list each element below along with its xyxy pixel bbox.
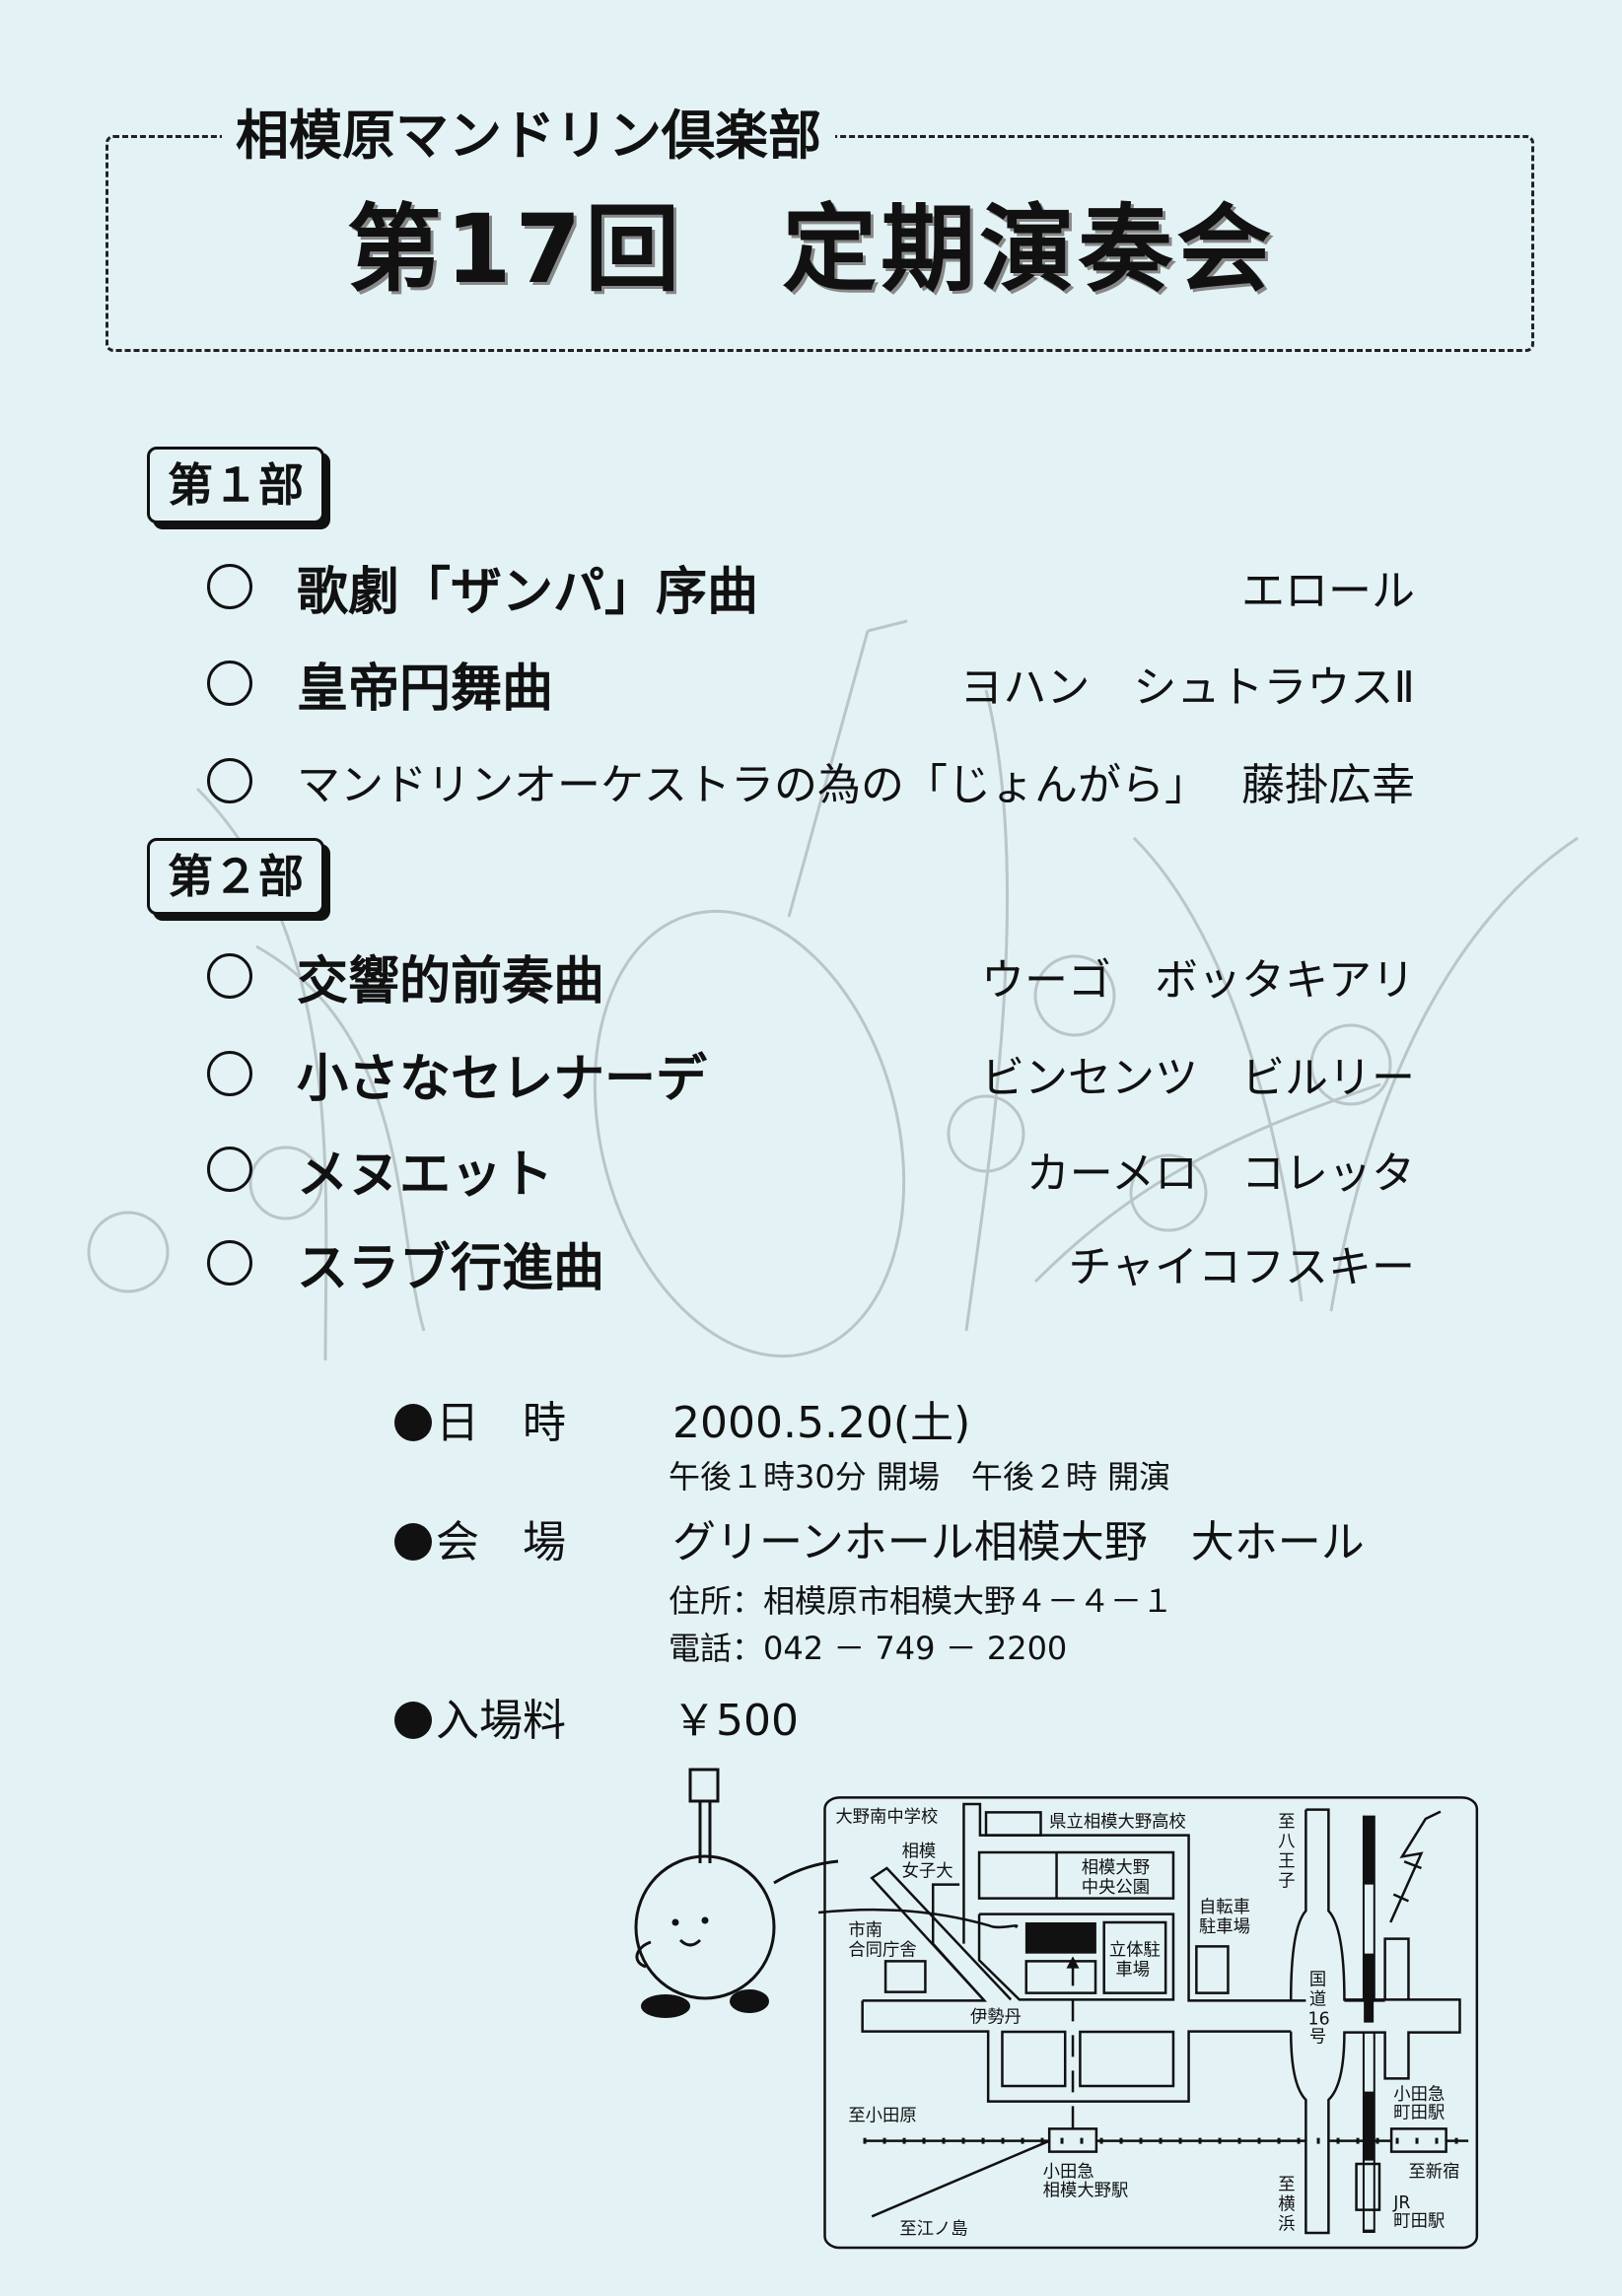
map-label: 国 bbox=[1309, 1970, 1326, 1989]
program-item: 小さなセレナーデ ビンセンツ ビルリー bbox=[207, 1039, 1415, 1109]
map-label: 至 bbox=[1278, 2176, 1295, 2195]
map-label: 相模大野駅 bbox=[1043, 2181, 1129, 2200]
map-label: 子 bbox=[1278, 1871, 1295, 1891]
composer: 藤掛広幸 bbox=[1241, 760, 1415, 810]
composer: エロール bbox=[1241, 566, 1415, 616]
composer: ビンセンツ ビルリー bbox=[981, 1053, 1415, 1103]
map-label: 立体駐 bbox=[1109, 1940, 1161, 1960]
piece-title: 交響的前奏曲 bbox=[297, 951, 605, 1011]
map-label: 16 bbox=[1308, 2009, 1330, 2029]
program-item: マンドリンオーケストラの為の「じょんがら」 藤掛広幸 bbox=[207, 746, 1415, 815]
date-label: 日 時 bbox=[436, 1398, 566, 1448]
venue-marker bbox=[1024, 1922, 1096, 1954]
map-frame bbox=[825, 1797, 1477, 2248]
piece-title: マンドリンオーケストラの為の「じょんがら」 bbox=[297, 760, 1208, 810]
map-label: 女子大 bbox=[902, 1861, 953, 1881]
organization-name: 相模原マンドリン倶楽部 bbox=[222, 106, 835, 166]
map-label: 自転車 bbox=[1199, 1898, 1250, 1917]
time-detail: 午後１時30分 開場 午後２時 開演 bbox=[669, 1458, 1171, 1496]
part-1-label: 第１部 bbox=[147, 447, 324, 523]
map-label: 相模大野 bbox=[1082, 1858, 1150, 1878]
map-label: 至 bbox=[1278, 1812, 1295, 1832]
circle-bullet-icon bbox=[207, 1147, 252, 1192]
phone: 電話：042 － 749 － 2200 bbox=[669, 1630, 1068, 1667]
map-label: 小田急 bbox=[1043, 2162, 1094, 2182]
composer: ウーゴ ボッタキアリ bbox=[981, 955, 1415, 1006]
fee-value: ￥500 bbox=[672, 1696, 799, 1746]
map-label: 道 bbox=[1309, 1989, 1326, 2009]
circle-bullet-icon bbox=[207, 953, 252, 999]
bullet-icon bbox=[394, 1702, 432, 1739]
map-label: 車場 bbox=[1115, 1960, 1150, 1980]
composer: チャイコフスキー bbox=[1068, 1242, 1415, 1292]
map-label: 伊勢丹 bbox=[970, 2008, 1022, 2028]
circle-bullet-icon bbox=[207, 564, 252, 609]
map-label: 横 bbox=[1278, 2195, 1295, 2215]
map-label: 相模 bbox=[902, 1842, 937, 1861]
circle-bullet-icon bbox=[207, 1051, 252, 1096]
venue-map: 大野南中学校 県立相模大野高校 相模 女子大 相模大野 中央公園 自転車 駐車場… bbox=[818, 1789, 1489, 2262]
map-label: 県立相模大野高校 bbox=[1049, 1812, 1186, 1832]
date-row: 日 時 2000.5.20(土) bbox=[394, 1396, 970, 1451]
map-label: 小田急 bbox=[1393, 2085, 1445, 2105]
map-label: JR bbox=[1392, 2193, 1410, 2213]
venue-label: 会 場 bbox=[436, 1517, 566, 1567]
program-item: メヌエット カーメロ コレッタ bbox=[207, 1135, 1415, 1205]
address: 住所：相模原市相模大野４－４－１ bbox=[669, 1582, 1174, 1620]
composer: ヨハン シュトラウスⅡ bbox=[959, 662, 1415, 713]
map-label: 至新宿 bbox=[1408, 2162, 1459, 2182]
circle-bullet-icon bbox=[207, 1240, 252, 1286]
piece-title: 歌劇「ザンパ」序曲 bbox=[297, 562, 759, 622]
map-label: 浜 bbox=[1278, 2215, 1295, 2235]
fee-row: 入場料 ￥500 bbox=[394, 1694, 799, 1749]
circle-bullet-icon bbox=[207, 661, 252, 706]
map-label: 町田駅 bbox=[1393, 2103, 1445, 2122]
map-label: 八 bbox=[1278, 1832, 1295, 1851]
arrow-icon bbox=[1066, 1956, 1080, 1969]
map-label: 中央公園 bbox=[1082, 1878, 1150, 1898]
venue-map-container: 大野南中学校 県立相模大野高校 相模 女子大 相模大野 中央公園 自転車 駐車場… bbox=[818, 1789, 1489, 2262]
map-label: 町田駅 bbox=[1393, 2211, 1445, 2231]
circle-bullet-icon bbox=[207, 758, 252, 803]
bullet-icon bbox=[394, 1523, 432, 1561]
program-item: スラブ行進曲 チャイコフスキー bbox=[207, 1228, 1415, 1298]
piece-title: 小さなセレナーデ bbox=[297, 1049, 708, 1109]
program-item: 歌劇「ザンパ」序曲 エロール bbox=[207, 552, 1415, 622]
venue-value: グリーンホール相模大野 大ホール bbox=[672, 1517, 1365, 1567]
venue-row: 会 場 グリーンホール相模大野 大ホール bbox=[394, 1515, 1365, 1570]
map-label: 号 bbox=[1309, 2028, 1326, 2048]
map-label: 大野南中学校 bbox=[835, 1807, 938, 1827]
map-label: 市南 bbox=[848, 1920, 882, 1940]
map-label: 王 bbox=[1278, 1851, 1295, 1871]
concert-title: 第17回 定期演奏会 bbox=[346, 194, 1276, 305]
map-label: 駐車場 bbox=[1199, 1917, 1250, 1937]
map-label: 至江ノ島 bbox=[899, 2220, 967, 2240]
date-value: 2000.5.20(土) bbox=[672, 1398, 971, 1448]
part-2-label: 第２部 bbox=[147, 838, 324, 915]
mandolin-mascot-illustration bbox=[634, 1768, 839, 2018]
piece-title: 皇帝円舞曲 bbox=[297, 659, 554, 719]
map-label: 合同庁舎 bbox=[848, 1940, 916, 1960]
program-item: 交響的前奏曲 ウーゴ ボッタキアリ bbox=[207, 941, 1415, 1011]
composer: カーメロ コレッタ bbox=[1025, 1148, 1415, 1199]
fee-label: 入場料 bbox=[436, 1696, 566, 1746]
map-label: 至小田原 bbox=[848, 2107, 916, 2126]
bullet-icon bbox=[394, 1404, 432, 1441]
piece-title: メヌエット bbox=[297, 1145, 554, 1205]
piece-title: スラブ行進曲 bbox=[297, 1238, 605, 1298]
program-item: 皇帝円舞曲 ヨハン シュトラウスⅡ bbox=[207, 649, 1415, 719]
